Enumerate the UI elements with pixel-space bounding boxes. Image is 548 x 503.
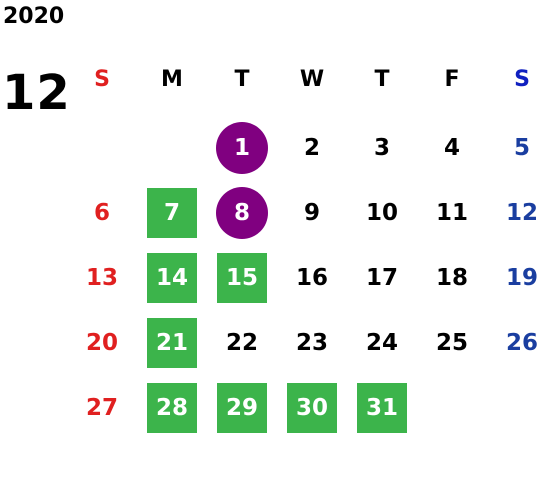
day-number-14: 14: [147, 252, 197, 303]
day-cell[interactable]: 17: [347, 245, 417, 310]
day-cell[interactable]: 23: [277, 310, 347, 375]
day-cell[interactable]: 19: [487, 245, 548, 310]
day-number-18: 18: [435, 264, 468, 291]
day-number-23: 23: [295, 329, 328, 356]
day-cell[interactable]: 4: [417, 115, 487, 180]
day-cell[interactable]: 25: [417, 310, 487, 375]
day-number-24: 24: [365, 329, 398, 356]
day-cell[interactable]: 29: [207, 375, 277, 440]
day-cell[interactable]: 6: [67, 180, 137, 245]
day-number-15: 15: [217, 252, 267, 303]
day-cell[interactable]: 10: [347, 180, 417, 245]
day-cell[interactable]: 3: [347, 115, 417, 180]
weekday-header-monday: M: [161, 67, 183, 92]
day-number-20: 20: [85, 329, 118, 356]
day-number-3: 3: [373, 134, 390, 161]
day-cell[interactable]: 28: [137, 375, 207, 440]
day-number-1: 1: [216, 121, 268, 174]
day-number-16: 16: [295, 264, 328, 291]
day-number-30: 30: [287, 382, 337, 433]
day-number-25: 25: [435, 329, 468, 356]
day-number-7: 7: [147, 187, 197, 238]
day-number-13: 13: [85, 264, 118, 291]
day-cell[interactable]: 24: [347, 310, 417, 375]
day-number-11: 11: [435, 199, 468, 226]
day-cell[interactable]: 15: [207, 245, 277, 310]
day-cell[interactable]: 22: [207, 310, 277, 375]
day-number-6: 6: [93, 199, 110, 226]
weekday-header-wednesday: W: [299, 67, 325, 92]
day-cell[interactable]: 21: [137, 310, 207, 375]
weekday-header-thursday: T: [374, 67, 390, 92]
day-cell[interactable]: 16: [277, 245, 347, 310]
day-cell[interactable]: 26: [487, 310, 548, 375]
day-number-4: 4: [443, 134, 460, 161]
day-cell[interactable]: 7: [137, 180, 207, 245]
day-cell[interactable]: 18: [417, 245, 487, 310]
year-label: 2020: [3, 4, 65, 29]
day-number-28: 28: [147, 382, 197, 433]
day-cell[interactable]: 9: [277, 180, 347, 245]
month-label: 12: [2, 65, 71, 121]
day-cell[interactable]: 12: [487, 180, 548, 245]
day-cell[interactable]: 20: [67, 310, 137, 375]
day-number-5: 5: [513, 134, 530, 161]
day-number-17: 17: [365, 264, 398, 291]
day-number-2: 2: [303, 134, 320, 161]
day-cell[interactable]: 5: [487, 115, 548, 180]
day-number-19: 19: [505, 264, 538, 291]
day-cell[interactable]: 1: [207, 115, 277, 180]
weekday-header-tuesday: T: [234, 67, 250, 92]
day-cell[interactable]: 14: [137, 245, 207, 310]
day-cell[interactable]: 2: [277, 115, 347, 180]
day-cell[interactable]: 27: [67, 375, 137, 440]
day-number-29: 29: [217, 382, 267, 433]
day-cell[interactable]: 30: [277, 375, 347, 440]
day-number-10: 10: [365, 199, 398, 226]
day-cell[interactable]: 31: [347, 375, 417, 440]
day-cell[interactable]: 8: [207, 180, 277, 245]
day-cell[interactable]: 11: [417, 180, 487, 245]
weekday-header-friday: F: [444, 67, 460, 92]
day-number-8: 8: [216, 186, 268, 239]
day-number-21: 21: [147, 317, 197, 368]
day-cell[interactable]: 13: [67, 245, 137, 310]
day-number-26: 26: [505, 329, 538, 356]
day-number-31: 31: [357, 382, 407, 433]
weekday-header-saturday: S: [514, 67, 530, 92]
day-number-9: 9: [303, 199, 320, 226]
weekday-header-sunday: S: [94, 67, 110, 92]
day-number-22: 22: [225, 329, 258, 356]
day-number-27: 27: [85, 394, 118, 421]
day-number-12: 12: [505, 199, 538, 226]
